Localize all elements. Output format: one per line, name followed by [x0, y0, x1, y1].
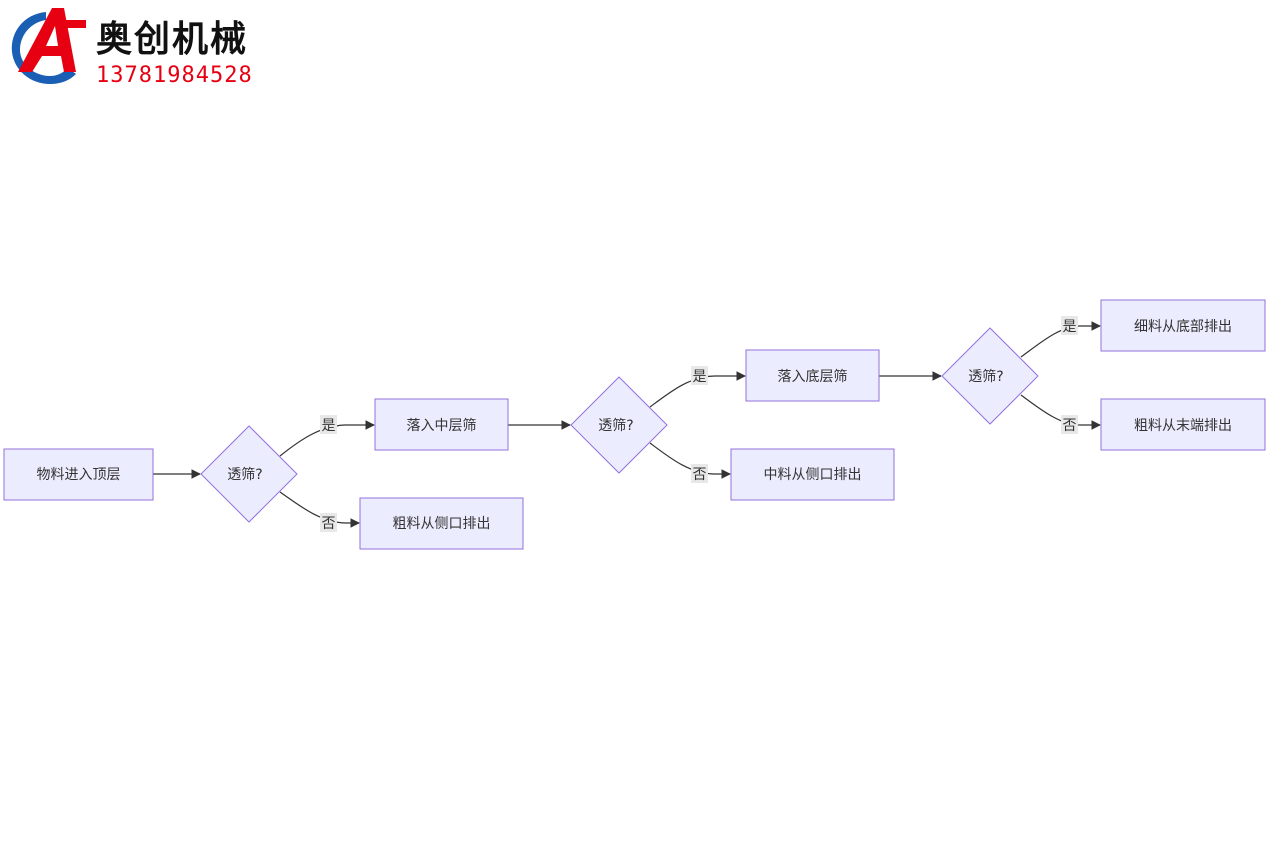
edge-label-d3-no: 否: [1063, 418, 1077, 434]
edge-d2-bottom: [649, 371, 746, 408]
edge-d2-medium: [649, 442, 731, 479]
node-decision-2: 透筛?: [570, 376, 668, 474]
edge-label-d1-yes: 是: [322, 418, 336, 434]
node-decision-1: 透筛?: [200, 425, 298, 523]
edge-d3-fine: [1020, 321, 1101, 358]
node-fine-bottom: 细料从底部排出: [1100, 299, 1266, 352]
node-decision-3: 透筛?: [941, 327, 1039, 425]
node-mid-screen: 落入中层筛: [374, 398, 509, 451]
company-logo-icon: [11, 8, 86, 84]
edges: [153, 321, 1101, 528]
node-fine-bottom-label: 细料从底部排出: [1134, 319, 1232, 335]
node-start: 物料进入顶层: [3, 448, 154, 501]
node-coarse-end: 粗料从末端排出: [1100, 398, 1266, 451]
node-decision-2-label: 透筛?: [598, 418, 633, 434]
node-bottom-screen: 落入底层筛: [745, 349, 880, 402]
company-phone: 13781984528: [96, 63, 253, 88]
edge-label-d2-yes: 是: [693, 369, 707, 385]
node-bottom-screen-label: 落入底层筛: [778, 369, 848, 385]
edge-d3-coarse2: [1020, 394, 1101, 430]
edge-d1-mid: [279, 420, 375, 457]
node-mid-screen-label: 落入中层筛: [407, 418, 477, 434]
node-start-label: 物料进入顶层: [37, 467, 121, 483]
node-coarse-side-label: 粗料从侧口排出: [393, 516, 491, 532]
edge-d1-coarse1: [279, 491, 360, 528]
company-header: 奥创机械 13781984528: [0, 0, 270, 100]
node-decision-1-label: 透筛?: [227, 467, 262, 483]
node-medium-side: 中料从侧口排出: [730, 448, 895, 501]
edge-label-d1-no: 否: [322, 516, 336, 532]
edge-label-d3-yes: 是: [1063, 319, 1077, 335]
node-coarse-end-label: 粗料从末端排出: [1134, 418, 1232, 434]
edge-labels: 是 否 是 否 是 否: [320, 316, 1078, 532]
edge-label-d2-no: 否: [693, 467, 707, 483]
node-medium-side-label: 中料从侧口排出: [764, 467, 862, 483]
company-name: 奥创机械: [96, 19, 249, 60]
node-coarse-side: 粗料从侧口排出: [359, 497, 524, 550]
node-decision-3-label: 透筛?: [968, 369, 1003, 385]
